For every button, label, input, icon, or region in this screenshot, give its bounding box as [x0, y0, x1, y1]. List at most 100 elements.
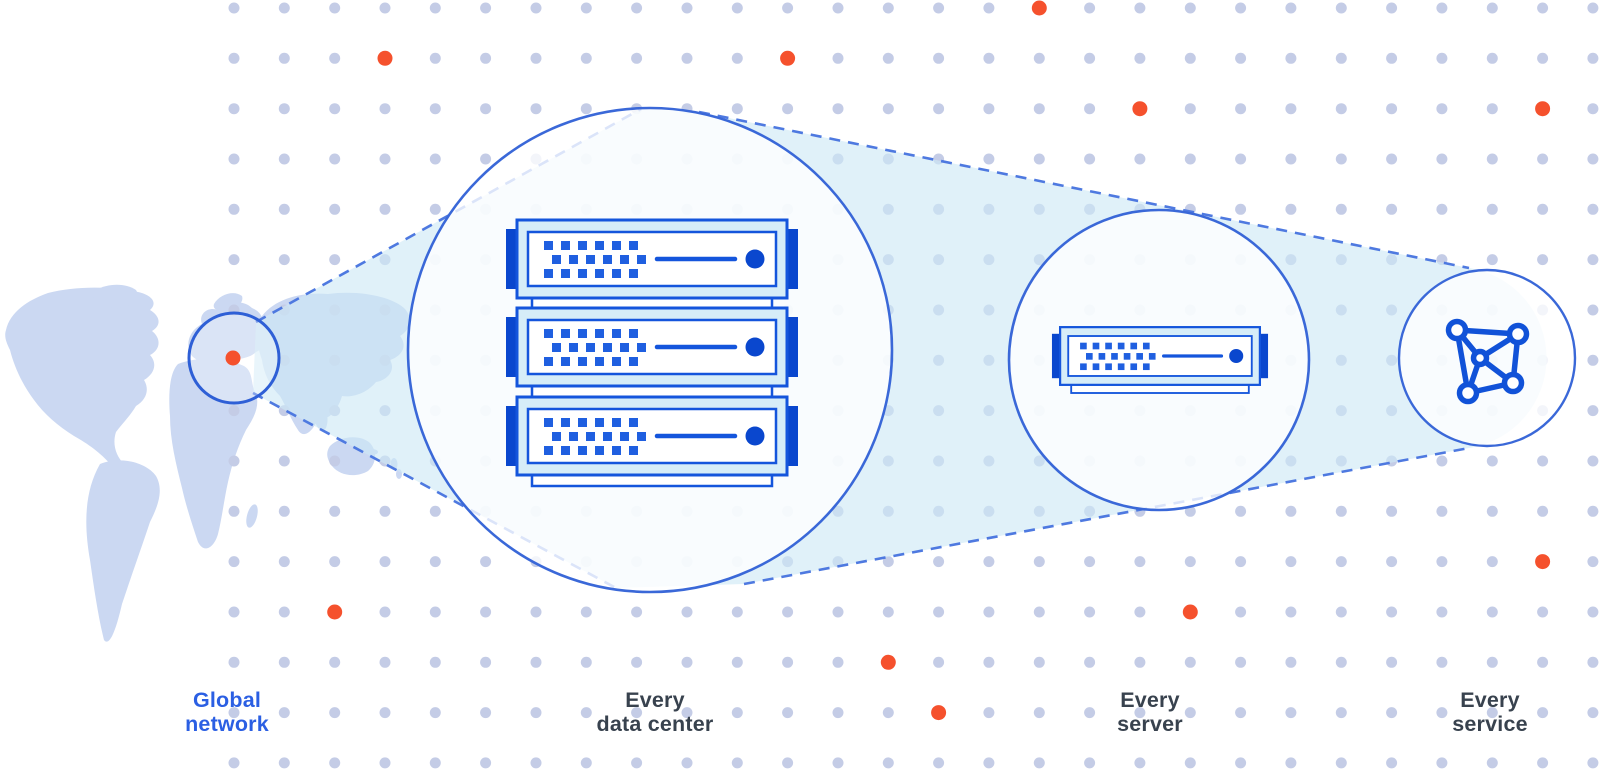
grid-dot	[1335, 757, 1347, 769]
grid-dot	[1285, 707, 1297, 719]
grid-dot	[278, 656, 290, 668]
grid-dot	[530, 656, 542, 668]
grid-dot	[1436, 52, 1448, 64]
grid-dot	[1436, 757, 1448, 769]
grid-dot	[278, 203, 290, 215]
grid-dot	[1134, 606, 1146, 618]
grid-dot	[983, 656, 995, 668]
grid-dot	[1335, 556, 1347, 568]
grid-dot	[1386, 52, 1398, 64]
grid-dot	[429, 656, 441, 668]
grid-dot	[782, 707, 794, 719]
grid-dot	[228, 254, 240, 266]
grid-dot	[631, 52, 643, 64]
grid-dot	[933, 103, 945, 115]
grid-dot	[329, 254, 341, 266]
grid-dot	[580, 656, 592, 668]
grid-dot	[1537, 2, 1549, 14]
grid-dot	[1486, 505, 1498, 517]
grid-dot	[832, 103, 844, 115]
grid-dot	[1436, 455, 1448, 467]
grid-dot	[1436, 2, 1448, 14]
grid-dot	[731, 2, 743, 14]
grid-dot	[429, 505, 441, 517]
grid-dot	[1436, 606, 1448, 618]
grid-dot	[1537, 52, 1549, 64]
grid-dot	[882, 556, 894, 568]
grid-dot	[329, 2, 341, 14]
grid-dot	[228, 2, 240, 14]
grid-dot	[882, 2, 894, 14]
grid-dot	[832, 606, 844, 618]
grid-dot	[1587, 405, 1599, 417]
grid-dot	[228, 153, 240, 165]
grid-dot	[731, 656, 743, 668]
grid-dot	[1386, 656, 1398, 668]
grid-dot	[1486, 556, 1498, 568]
grid-dot	[228, 203, 240, 215]
grid-dot	[681, 606, 693, 618]
grid-dot	[1386, 153, 1398, 165]
grid-dot	[1335, 656, 1347, 668]
grid-dot	[1587, 203, 1599, 215]
grid-dot	[379, 556, 391, 568]
grid-dot	[480, 757, 492, 769]
grid-dot	[1537, 656, 1549, 668]
grid-dot	[681, 656, 693, 668]
grid-dot	[329, 505, 341, 517]
grid-dot	[480, 2, 492, 14]
grid-dot	[228, 606, 240, 618]
grid-dot	[1486, 757, 1498, 769]
grid-dot	[1486, 455, 1498, 467]
mesh-nodes	[1445, 318, 1530, 405]
grid-dot	[1084, 707, 1096, 719]
grid-dot	[631, 656, 643, 668]
rack-server-3	[506, 397, 798, 486]
grid-dot	[1285, 606, 1297, 618]
mesh-network-icon	[1445, 318, 1530, 405]
grid-dot	[681, 52, 693, 64]
grid-dot	[1084, 2, 1096, 14]
grid-dot	[1587, 556, 1599, 568]
grid-dot	[1033, 757, 1045, 769]
grid-dot	[1033, 656, 1045, 668]
grid-dot	[429, 2, 441, 14]
grid-dot	[731, 757, 743, 769]
grid-dot	[580, 757, 592, 769]
grid-dot	[329, 455, 341, 467]
grid-dot	[1235, 707, 1247, 719]
grid-dot	[933, 2, 945, 14]
grid-dot	[1134, 707, 1146, 719]
grid-dot	[1486, 153, 1498, 165]
grid-dot	[882, 757, 894, 769]
grid-dot	[882, 707, 894, 719]
grid-dot	[1587, 455, 1599, 467]
grid-dot	[580, 606, 592, 618]
grid-dot	[1537, 757, 1549, 769]
grid-dot	[1235, 556, 1247, 568]
accent-dot	[1132, 101, 1148, 117]
label-service-line1: Every	[1460, 688, 1520, 712]
grid-dot	[530, 2, 542, 14]
grid-dot	[480, 103, 492, 115]
grid-dot	[379, 505, 391, 517]
grid-dot	[1285, 103, 1297, 115]
grid-dot	[429, 153, 441, 165]
grid-dot	[1285, 505, 1297, 517]
grid-dot	[631, 2, 643, 14]
accent-dot	[1182, 604, 1198, 620]
grid-dot	[278, 757, 290, 769]
grid-dot	[278, 707, 290, 719]
continent-south-america	[86, 460, 160, 642]
grid-dot	[1386, 2, 1398, 14]
grid-dot	[1587, 354, 1599, 366]
grid-dot	[379, 103, 391, 115]
grid-dot	[983, 103, 995, 115]
grid-dot	[983, 707, 995, 719]
label-global-line2: network	[185, 712, 269, 736]
grid-dot	[228, 757, 240, 769]
grid-dot	[681, 2, 693, 14]
grid-dot	[1486, 707, 1498, 719]
grid-dot	[530, 707, 542, 719]
